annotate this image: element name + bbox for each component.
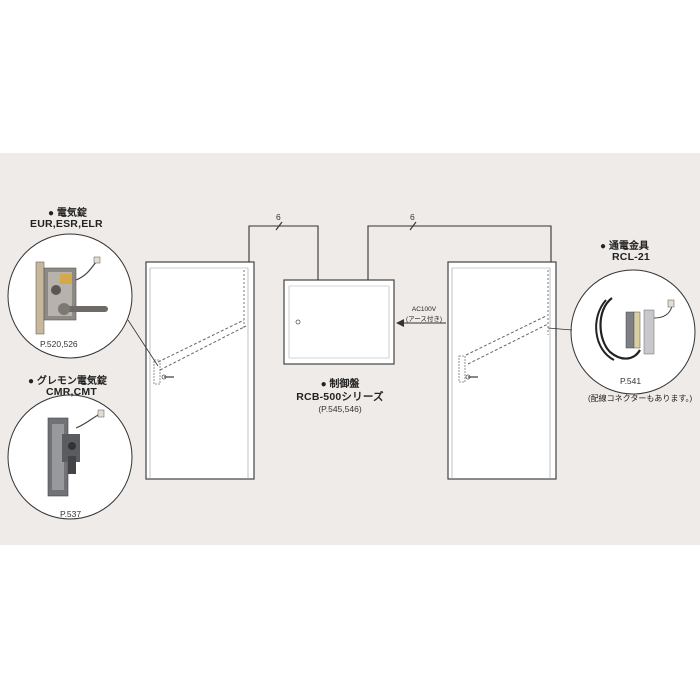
lock-left-models: EUR,ESR,ELR	[30, 218, 103, 230]
power-label: AC100V (アース付き)	[398, 306, 450, 323]
control-panel-box	[283, 279, 395, 365]
control-panel-pages: (P.545,546)	[318, 404, 362, 414]
hinge-leader-line	[547, 327, 573, 331]
lock-lower-models: CMR,CMT	[46, 386, 97, 398]
hinge-note: (配線コネクターもあります。)	[588, 394, 693, 403]
power-voltage: AC100V	[411, 306, 437, 313]
control-panel-title: ● 制御盤	[320, 379, 360, 390]
lock-lower-page: P.537	[60, 509, 82, 519]
mortise-lock-image	[35, 256, 108, 335]
power-transfer-hinge-image	[595, 297, 675, 361]
power-ground-note: (アース付き)	[405, 316, 443, 323]
wires	[248, 221, 552, 280]
power-arrow	[396, 319, 446, 327]
hinge-page: P.541	[620, 376, 642, 386]
lock-left-page: P.520,526	[40, 339, 78, 349]
gremon-lock-image	[47, 409, 105, 497]
wire-count-right: 6	[410, 212, 415, 222]
wire-count-left: 6	[276, 212, 281, 222]
lock-left-title: ● 電気錠	[48, 208, 87, 219]
lock-leader-line	[127, 319, 159, 367]
right-door	[447, 261, 557, 480]
hinge-title: ● 通電金具	[600, 241, 649, 252]
control-panel-models: RCB-500シリーズ	[296, 391, 384, 403]
lock-lower-title: ● グレモン電気錠	[28, 376, 107, 387]
left-door	[145, 261, 255, 480]
hinge-models: RCL-21	[612, 251, 650, 263]
